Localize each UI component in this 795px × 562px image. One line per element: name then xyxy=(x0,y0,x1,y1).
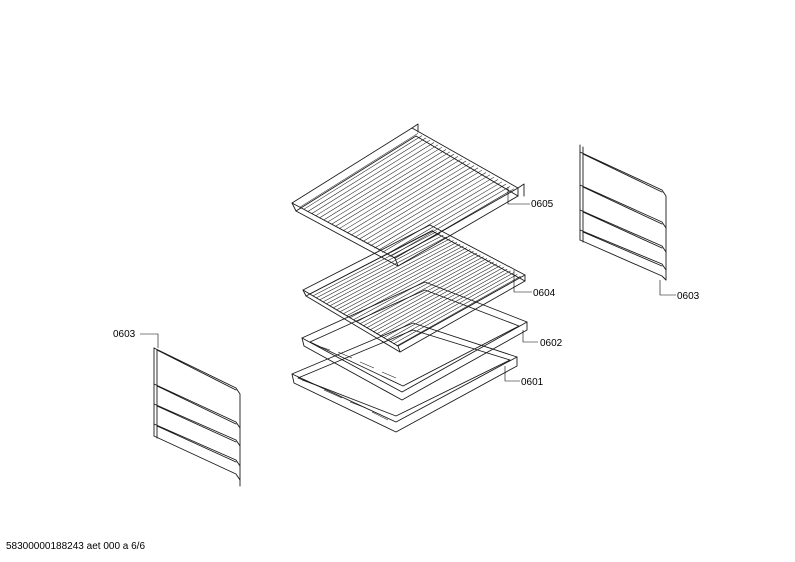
grill-wire xyxy=(366,259,491,329)
deep-pan xyxy=(291,322,518,433)
document-footer: 58300000188243 aet 000 a 6/6 xyxy=(6,541,146,552)
grill-wire xyxy=(369,261,494,331)
grill-wire xyxy=(356,254,481,323)
grill-wire xyxy=(335,153,455,227)
grill-wire xyxy=(358,167,479,240)
grill-wire xyxy=(379,267,505,337)
leader-0601 xyxy=(504,366,520,382)
grill-wire xyxy=(378,179,499,251)
label-0605: 0605 xyxy=(531,199,554,210)
baking-tray xyxy=(301,281,528,401)
label-0602: 0602 xyxy=(540,338,563,349)
leader-0605 xyxy=(507,187,530,205)
leader-0604 xyxy=(513,270,532,293)
leader-0602 xyxy=(522,330,538,343)
grill-wire xyxy=(309,229,434,295)
grill-wire xyxy=(319,234,444,301)
grill-wire xyxy=(342,158,463,232)
leader-0603-right xyxy=(659,280,676,296)
grill-wire xyxy=(327,149,447,223)
grill-wire xyxy=(323,146,443,221)
grill-wire xyxy=(299,133,419,208)
grill-wire xyxy=(362,258,488,327)
grill-wire xyxy=(386,183,507,255)
callout-leaders xyxy=(140,187,676,382)
grill-wire xyxy=(362,169,483,242)
grill-wire xyxy=(390,186,511,257)
grill-wire xyxy=(307,137,427,212)
grill-wire xyxy=(366,172,487,245)
grill-wire xyxy=(303,135,423,210)
grill-wire xyxy=(354,165,475,238)
grill-wire xyxy=(370,174,491,247)
label-0601: 0601 xyxy=(521,377,544,388)
grill-wire xyxy=(374,176,495,249)
side-rail-left xyxy=(153,347,241,487)
grill-wire xyxy=(359,256,484,325)
grill-wire xyxy=(396,275,521,347)
grill-wire xyxy=(346,160,467,234)
leader-0603-left xyxy=(140,333,159,348)
grill-wire xyxy=(329,240,454,307)
grill-wire xyxy=(350,163,471,236)
grill-wire xyxy=(382,181,503,253)
label-0603-left: 0603 xyxy=(113,329,136,340)
grill-wire xyxy=(339,156,459,229)
grill-wire xyxy=(319,144,439,219)
side-rail-right xyxy=(579,144,667,281)
grill-wire xyxy=(336,243,461,311)
grill-wire xyxy=(311,139,431,214)
grill-wire xyxy=(386,270,511,341)
grill-wire xyxy=(331,151,451,225)
label-0604: 0604 xyxy=(533,288,556,299)
grill-wire xyxy=(322,236,447,303)
grill-wire xyxy=(389,272,515,343)
grill-wire xyxy=(332,242,458,309)
grill-wire xyxy=(339,245,464,313)
grill-wire xyxy=(315,142,435,217)
label-0603-right: 0603 xyxy=(677,291,700,302)
grill-wire xyxy=(342,247,468,315)
grill-rack-top xyxy=(291,123,525,267)
grill-wire xyxy=(372,263,498,333)
wire-rack xyxy=(302,224,526,353)
grill-wire xyxy=(312,231,437,297)
grill-wire xyxy=(393,274,518,345)
grill-wire xyxy=(376,265,501,335)
grill-wire xyxy=(325,238,451,305)
grill-wire xyxy=(346,249,471,317)
grill-wire xyxy=(315,233,441,299)
